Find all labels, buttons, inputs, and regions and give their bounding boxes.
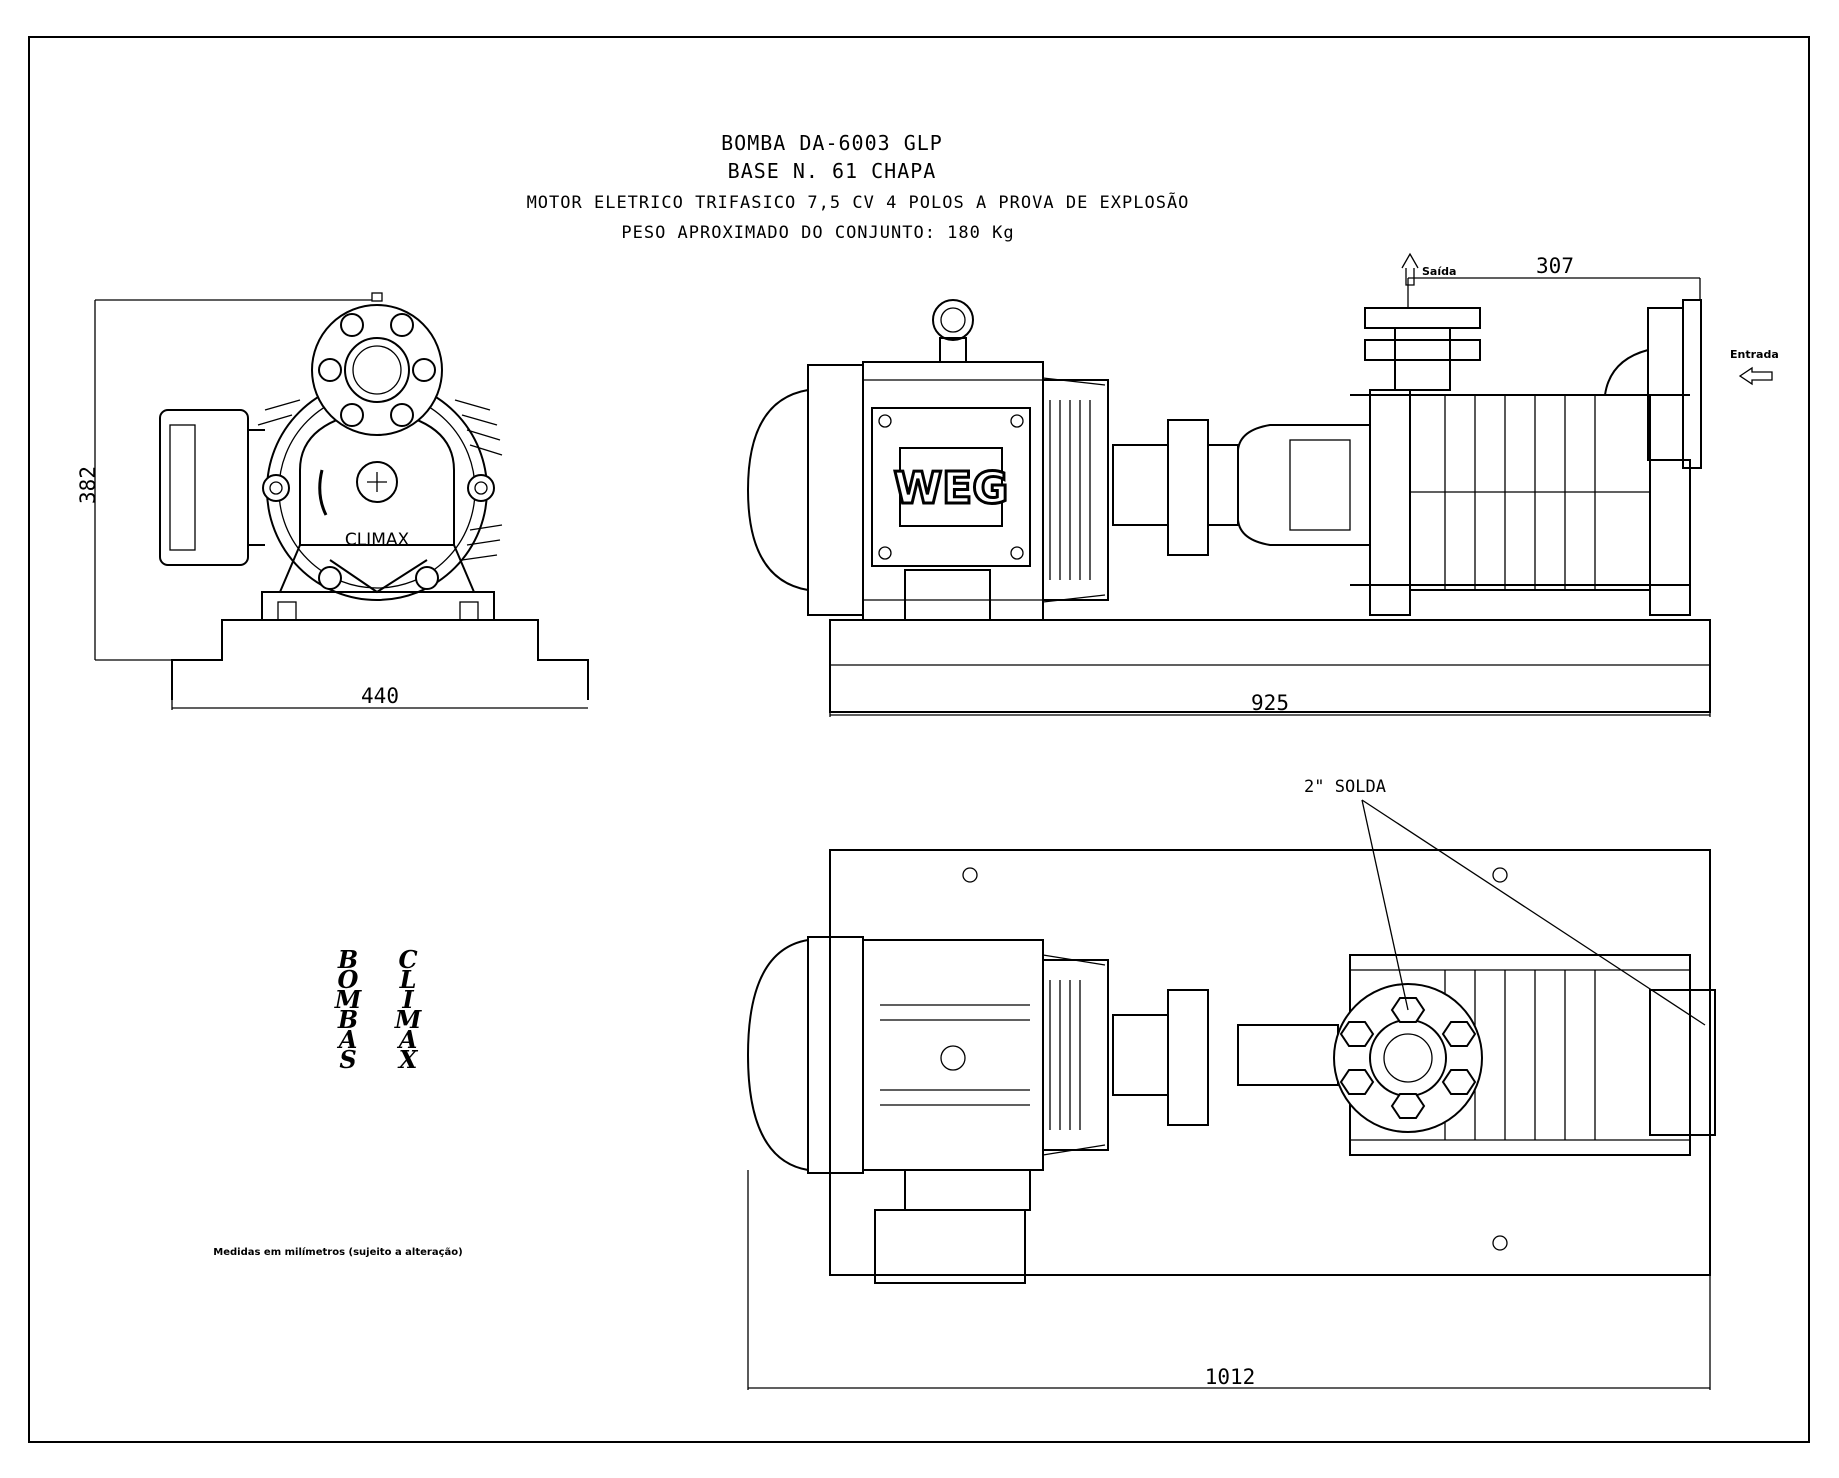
bombas-climax-logo: B O M B A S C L I M A X — [334, 945, 423, 1074]
logo-letter: C — [398, 945, 417, 974]
title-line-2: BASE N. 61 CHAPA — [728, 159, 937, 183]
logo-letter: B — [337, 1005, 358, 1034]
title-line-1: BOMBA DA-6003 GLP — [721, 131, 943, 155]
logo-letter: M — [334, 985, 363, 1014]
front-height-dimension: 382 — [76, 466, 100, 504]
motor-brand-logo: WEG — [894, 463, 1009, 514]
top-length-dimension: 1012 — [1205, 1365, 1256, 1389]
front-brand-label: CLIMAX — [345, 530, 410, 550]
side-length-dimension: 925 — [1251, 691, 1289, 715]
logo-letter: B — [337, 945, 358, 974]
logo-letter: O — [338, 965, 359, 994]
logo-letter: I — [401, 985, 414, 1014]
weld-label: 2" SOLDA — [1304, 777, 1386, 797]
front-width-dimension: 440 — [361, 684, 399, 708]
logo-letter: A — [397, 1025, 418, 1054]
drawing-frame — [28, 36, 1810, 1443]
logo-letter: S — [339, 1045, 356, 1074]
outlet-label: Saída — [1422, 265, 1456, 278]
title-line-3: MOTOR ELETRICO TRIFASICO 7,5 CV 4 POLOS … — [527, 191, 1190, 213]
top-view: 2" SOLDA 1012 — [746, 777, 1716, 1390]
title-line-4: PESO APROXIMADO DO CONJUNTO: 180 Kg — [621, 223, 1014, 243]
logo-letter: X — [397, 1045, 419, 1074]
inlet-label: Entrada — [1730, 348, 1779, 361]
flange-spacing-dimension: 307 — [1536, 254, 1574, 278]
front-view: CLIMAX 382 440 — [76, 292, 589, 710]
logo-letter: L — [399, 965, 417, 994]
logo-letter: A — [337, 1025, 358, 1054]
units-note: Medidas em milímetros (sujeito a alteraç… — [213, 1246, 462, 1258]
logo-letter: M — [394, 1005, 423, 1034]
side-view: WEG Saíd — [746, 252, 1779, 717]
title-block: BOMBA DA-6003 GLP BASE N. 61 CHAPA MOTOR… — [527, 131, 1190, 243]
